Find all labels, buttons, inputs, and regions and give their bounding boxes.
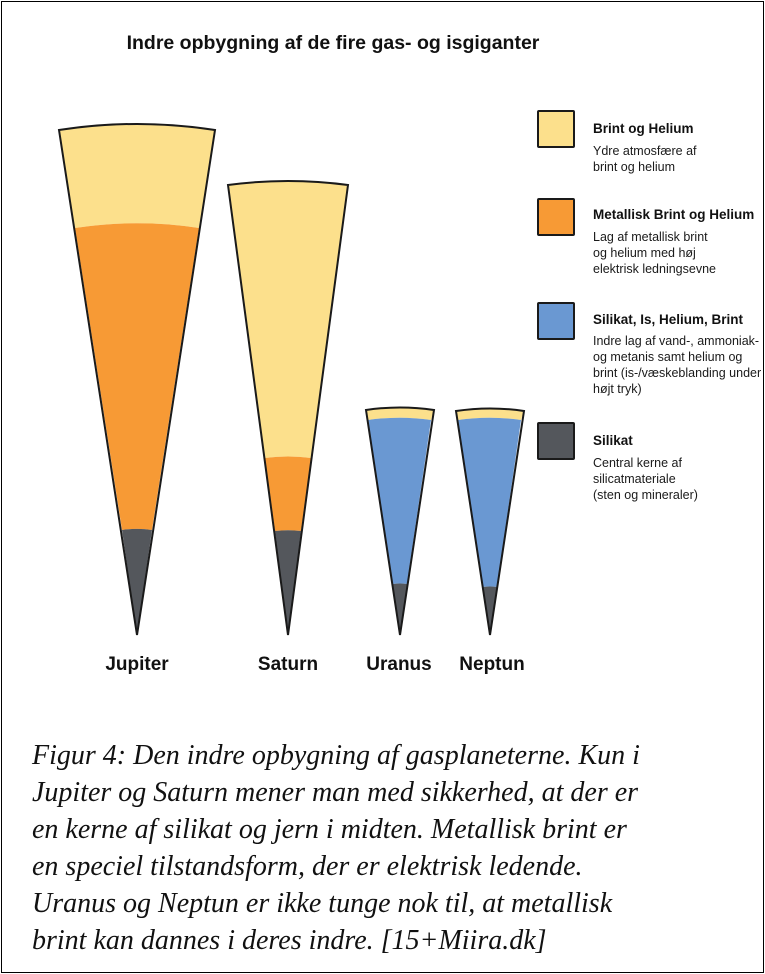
caption-line: en kerne af silikat og jern i midten. Me… <box>32 814 627 845</box>
legend-desc-line: Indre lag af vand-, ammoniak- <box>593 334 760 348</box>
neptun-layer-brint-helium <box>456 408 524 420</box>
wedge-saturn <box>226 180 350 636</box>
planet-label-uranus: Uranus <box>366 654 432 675</box>
saturn-layer-brint-helium <box>228 181 348 458</box>
caption-line: brint kan dannes i deres indre. [15+Miir… <box>32 925 547 956</box>
uranus-layer-silikat-is <box>368 417 431 584</box>
legend-desc-line: brint og helium <box>593 160 675 174</box>
legend-desc-silikat: Central kerne af silicatmateriale (sten … <box>593 455 765 503</box>
planet-label-saturn: Saturn <box>257 654 319 675</box>
uranus-layer-silikat <box>393 583 407 635</box>
legend-title-metallisk: Metallisk Brint og Helium <box>593 207 755 222</box>
legend-swatch-silikat <box>537 422 575 460</box>
legend-desc-line: og helium med høj <box>593 246 696 260</box>
caption-line: en speciel tilstandsform, der er elektri… <box>32 851 583 882</box>
legend-title-silikat-is: Silikat, Is, Helium, Brint <box>593 312 744 327</box>
legend-desc-line: brint (is-/væskeblanding under <box>593 366 762 380</box>
caption-line: Uranus og Neptun er ikke tunge nok til, … <box>32 888 613 919</box>
caption-line: Jupiter og Saturn mener man med sikkerhe… <box>32 777 639 808</box>
legend-desc-silikat-is: Indre lag af vand-, ammoniak- og metanis… <box>593 333 765 397</box>
caption-line: Figur 4: Den indre opbygning af gasplane… <box>32 740 640 771</box>
uranus-outline <box>364 406 436 636</box>
jupiter-outline <box>57 123 217 636</box>
jupiter-layer-metallisk <box>75 223 199 531</box>
legend-title-silikat: Silikat <box>593 433 633 448</box>
saturn-outline <box>226 180 350 636</box>
legend-swatch-brint-helium <box>537 110 575 148</box>
legend-desc-line: og metanis samt helium og <box>593 350 743 364</box>
wedge-uranus <box>364 406 436 636</box>
legend-swatch-silikat-is <box>537 302 575 340</box>
neptun-outline <box>454 407 526 636</box>
legend-desc-line: (sten og mineraler) <box>593 488 698 502</box>
saturn-layer-metallisk <box>265 456 311 531</box>
legend-title-brint-helium: Brint og Helium <box>593 121 694 136</box>
legend-desc-line: Lag af metallisk brint <box>593 230 708 244</box>
legend-desc-line: silicatmateriale <box>593 472 676 486</box>
legend-desc-brint-helium: Ydre atmosfære af brint og helium <box>593 143 765 175</box>
jupiter-layer-brint-helium <box>59 124 215 228</box>
legend-desc-line: højt tryk) <box>593 382 642 396</box>
legend-desc-line: Ydre atmosfære af <box>593 144 697 158</box>
legend-desc-metallisk: Lag af metallisk brint og helium med høj… <box>593 229 765 277</box>
neptun-layer-silikat-is <box>458 417 521 587</box>
planet-label-jupiter: Jupiter <box>105 654 169 675</box>
legend-swatch-metallisk <box>537 198 575 236</box>
legend-desc-line: Central kerne af <box>593 456 682 470</box>
uranus-layer-brint-helium <box>366 407 434 420</box>
planet-label-neptun: Neptun <box>459 654 525 675</box>
wedge-neptun <box>454 407 526 636</box>
diagram-title: Indre opbygning af de fire gas- og isgig… <box>126 32 540 54</box>
legend-desc-line: elektrisk ledningsevne <box>593 262 716 276</box>
saturn-layer-silikat <box>275 530 301 635</box>
wedge-jupiter <box>57 123 217 636</box>
neptun-layer-silikat <box>483 586 497 635</box>
figure-caption: Figur 4: Den indre opbygning af gasplane… <box>32 737 747 959</box>
jupiter-layer-silikat <box>122 528 152 635</box>
